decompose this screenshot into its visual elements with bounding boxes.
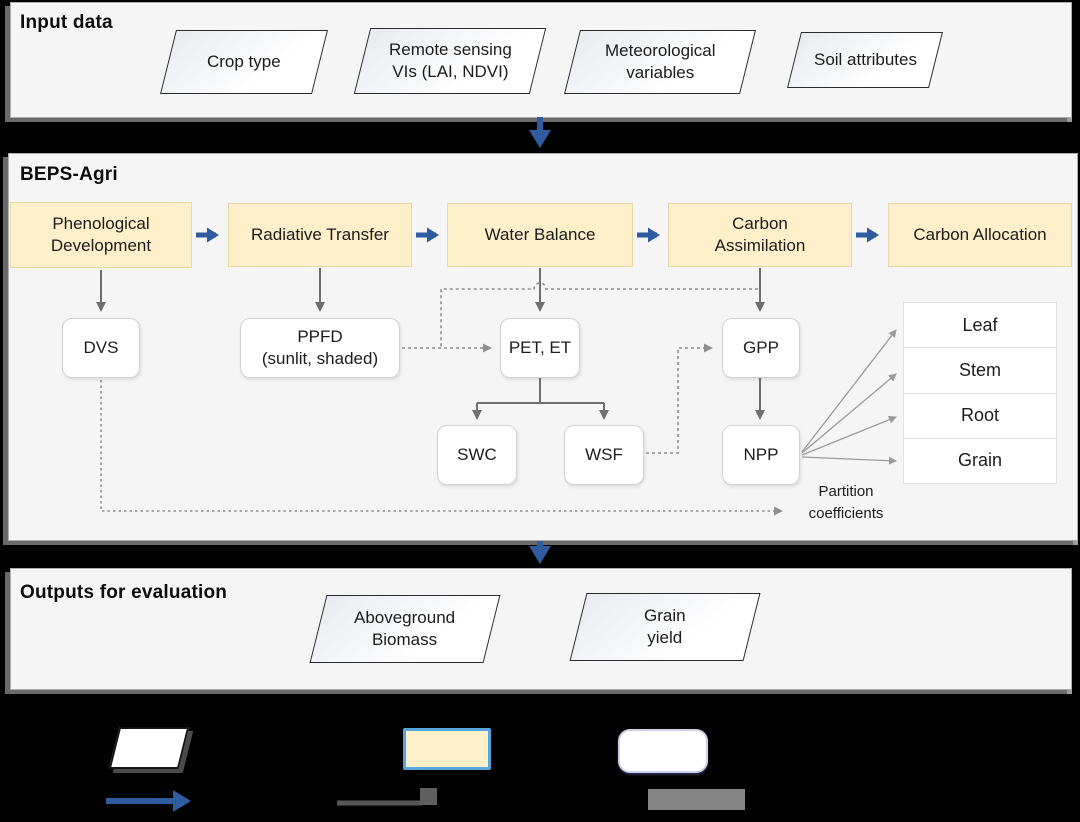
- pool-row-root: Root: [904, 394, 1056, 439]
- input-node-crop-type: Crop type: [160, 30, 328, 94]
- carbon-pool-table: Leaf Stem Root Grain: [903, 302, 1057, 484]
- input-node-label: Meteorological variables: [604, 40, 716, 82]
- process-label: Radiative Transfer: [251, 224, 389, 244]
- variable-label: PET, ET: [508, 337, 572, 357]
- variable-label: NPP: [743, 444, 779, 464]
- variable-swc: SWC: [437, 425, 517, 485]
- pool-row-grain: Grain: [957, 450, 1002, 471]
- input-node-label: Crop type: [207, 51, 281, 71]
- input-node-label: Soil attributes: [813, 49, 917, 69]
- input-section-title: Input data: [20, 12, 113, 33]
- model-section-title: BEPS-Agri: [20, 164, 118, 185]
- output-node-grain-yield: Grain yield: [569, 593, 761, 661]
- process-carbon-allocation: Carbon Allocation: [888, 203, 1072, 267]
- variable-pet-et: PET, ET: [500, 318, 580, 378]
- process-radiative-transfer: Radiative Transfer: [228, 203, 412, 267]
- variable-dvs: DVS: [62, 318, 140, 378]
- variable-label: PPFD (sunlit, shaded): [261, 326, 379, 368]
- variable-label: SWC: [457, 444, 497, 464]
- input-node-meteorological: Meteorological variables: [564, 30, 756, 94]
- variable-npp: NPP: [722, 425, 800, 485]
- variable-gpp: GPP: [722, 318, 800, 378]
- variable-wsf: WSF: [564, 425, 644, 485]
- partition-coefficients-label: Partition coefficients: [808, 483, 884, 522]
- output-node-label: Grain yield: [644, 605, 686, 647]
- gray-solid-bar-icon: [648, 789, 745, 810]
- input-node-label: Remote sensing VIs (LAI, NDVI): [388, 39, 512, 81]
- input-node-soil-attributes: Soil attributes: [787, 32, 943, 88]
- input-node-remote-sensing: Remote sensing VIs (LAI, NDVI): [353, 28, 547, 94]
- process-box-icon: [403, 728, 491, 770]
- outputs-section-card: [10, 568, 1072, 690]
- input-parallelogram-icon: [108, 727, 190, 769]
- outputs-section-title: Outputs for evaluation: [20, 582, 228, 603]
- process-water-balance: Water Balance: [447, 203, 633, 267]
- variable-label: DVS: [83, 337, 119, 357]
- pool-row-leaf: Leaf: [904, 303, 1056, 349]
- process-label: Carbon Assimilation: [714, 213, 806, 255]
- process-phenological-development: Phenological Development: [10, 202, 192, 268]
- pool-row-stem: Stem: [904, 348, 1056, 394]
- process-label: Water Balance: [484, 224, 596, 244]
- process-carbon-assimilation: Carbon Assimilation: [668, 203, 852, 267]
- variable-box-icon: [618, 729, 708, 773]
- output-node-aboveground-biomass: Aboveground Biomass: [309, 595, 501, 663]
- gray-arrowhead-blob-icon: [420, 788, 437, 805]
- output-node-label: Aboveground Biomass: [354, 607, 456, 649]
- variable-label: GPP: [743, 337, 779, 357]
- process-label: Carbon Allocation: [913, 224, 1047, 244]
- process-label: Phenological Development: [50, 213, 152, 255]
- variable-ppfd: PPFD (sunlit, shaded): [240, 318, 400, 378]
- variable-label: WSF: [585, 444, 623, 464]
